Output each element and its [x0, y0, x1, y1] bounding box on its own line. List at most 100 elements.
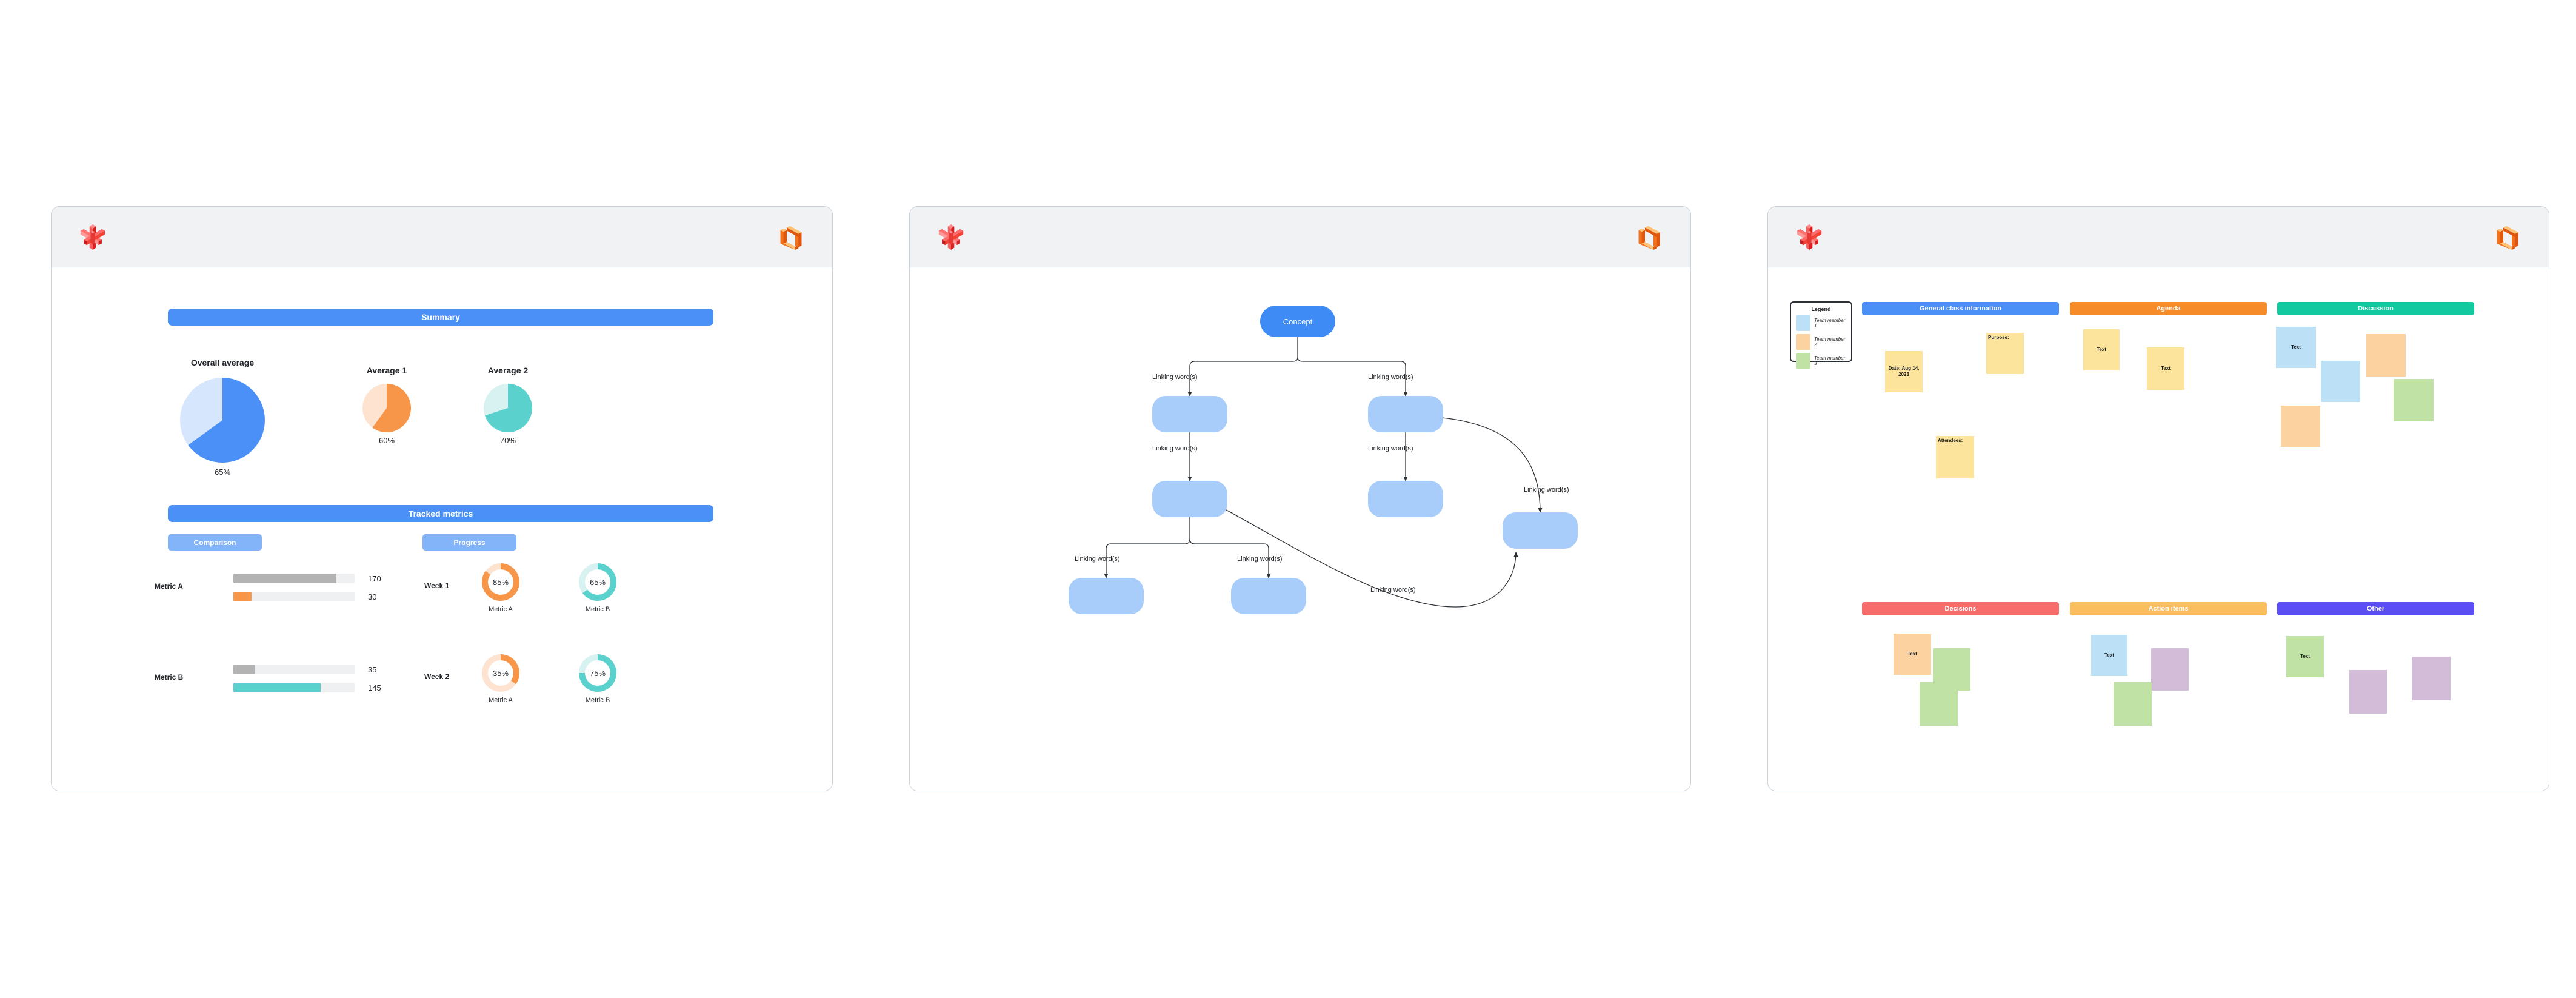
edge-label: Linking word(s): [1368, 445, 1413, 452]
card-meeting-board: Legend Team member 1 Team member 2 Team …: [1767, 206, 2549, 791]
edge-label: Linking word(s): [1524, 486, 1569, 494]
concept-node-4[interactable]: [1368, 481, 1443, 517]
donut-week1-metric-b: 65%: [579, 563, 616, 601]
comparison-bar-track: [233, 574, 355, 583]
donut-week2-metric-b: 75%: [579, 654, 616, 692]
column-header-general-class-information[interactable]: General class information: [1862, 302, 2059, 315]
card-metrics-dashboard: Summary Overall average 65% Average 1 60…: [51, 206, 833, 791]
card-concept-map: Concept Linking word(s) Linking word(s) …: [909, 206, 1691, 791]
section-bar-tracked-metrics[interactable]: Tracked metrics: [168, 505, 713, 522]
edge-label: Linking word(s): [1152, 373, 1198, 381]
concept-node-1[interactable]: [1152, 396, 1227, 432]
legend-item: Team member 3: [1796, 353, 1846, 369]
card-header: [52, 207, 832, 267]
donut-value: 35%: [488, 660, 513, 686]
comparison-label-metric-a: Metric A: [155, 582, 183, 591]
donut-caption: Metric B: [585, 606, 610, 613]
legend-item: Team member 2: [1796, 334, 1846, 350]
concept-node-6[interactable]: [1231, 578, 1306, 614]
progress-label-week-2: Week 2: [424, 672, 450, 681]
edge-label: Linking word(s): [1368, 373, 1413, 381]
concept-map-body: Concept Linking word(s) Linking word(s) …: [910, 267, 1690, 791]
donut-week1-metric-a: 85%: [482, 563, 519, 601]
edge-label: Linking word(s): [1370, 586, 1416, 594]
sticky-note[interactable]: [2412, 657, 2451, 700]
edge-label: Linking word(s): [1075, 555, 1120, 563]
section-bar-summary[interactable]: Summary: [168, 309, 713, 326]
concept-node-root[interactable]: Concept: [1260, 306, 1335, 337]
sticky-note[interactable]: Attendees:: [1936, 436, 1974, 478]
legend-swatch: [1796, 334, 1810, 350]
sticky-note[interactable]: [2394, 379, 2434, 421]
comparison-label-metric-b: Metric B: [155, 673, 184, 682]
pie-title-overall: Overall average: [190, 358, 255, 367]
sticky-note[interactable]: [2366, 334, 2406, 377]
pie-average-1: [362, 384, 411, 432]
sticky-note[interactable]: [2151, 648, 2189, 691]
legend-label: Team member 3: [1814, 355, 1846, 366]
comparison-bar-fill: [233, 665, 255, 674]
sticky-note[interactable]: Text: [2147, 347, 2184, 390]
progress-label-week-1: Week 1: [424, 581, 450, 590]
concept-node-5[interactable]: [1069, 578, 1144, 614]
donut-caption: Metric B: [585, 697, 610, 704]
legend-item: Team member 1: [1796, 315, 1846, 331]
column-header-decisions[interactable]: Decisions: [1862, 602, 2059, 615]
card-header: [1768, 207, 2549, 267]
legend-label: Team member 2: [1814, 337, 1846, 347]
tab-comparison[interactable]: Comparison: [168, 534, 262, 551]
donut-caption: Metric A: [489, 697, 513, 704]
comparison-bar-fill: [233, 574, 336, 583]
sticky-note[interactable]: Text: [2276, 327, 2316, 368]
comparison-value: 35: [368, 665, 377, 674]
dashboard-body: Summary Overall average 65% Average 1 60…: [52, 267, 832, 791]
sticky-note[interactable]: Text: [2083, 329, 2120, 370]
legend-swatch: [1796, 353, 1810, 369]
legend-title: Legend: [1811, 306, 1831, 312]
pie-value-average-2: 70%: [499, 436, 516, 445]
concept-node-2[interactable]: [1368, 396, 1443, 432]
column-header-agenda[interactable]: Agenda: [2070, 302, 2267, 315]
board-body: Legend Team member 1 Team member 2 Team …: [1768, 267, 2549, 791]
edge-label: Linking word(s): [1152, 445, 1198, 452]
card-header: [910, 207, 1690, 267]
tab-progress[interactable]: Progress: [422, 534, 516, 551]
comparison-bar-fill: [233, 592, 252, 601]
legend: Legend Team member 1 Team member 2 Team …: [1790, 301, 1852, 369]
concept-node-7[interactable]: [1503, 512, 1578, 549]
pie-value-average-1: 60%: [378, 436, 395, 445]
sticky-note[interactable]: Text: [2286, 636, 2324, 677]
sticky-note[interactable]: Text: [1894, 634, 1931, 675]
sticky-note[interactable]: [2114, 682, 2152, 726]
sticky-note[interactable]: [1920, 682, 1958, 726]
pie-value-overall: 65%: [214, 467, 231, 477]
sticky-note[interactable]: [2349, 670, 2387, 714]
comparison-value: 30: [368, 592, 377, 601]
concept-node-3[interactable]: [1152, 481, 1227, 517]
comparison-bar-fill: [233, 683, 321, 692]
donut-week2-metric-a: 35%: [482, 654, 519, 692]
asterisk-logo: [76, 220, 110, 254]
legend-swatch: [1796, 315, 1810, 331]
column-header-other[interactable]: Other: [2277, 602, 2474, 615]
bracket-logo: [1632, 220, 1666, 254]
comparison-value: 145: [368, 683, 381, 692]
comparison-bar-track: [233, 665, 355, 674]
sticky-note[interactable]: Date: Aug 14, 2023: [1885, 351, 1923, 392]
pie-average-2: [484, 384, 532, 432]
sticky-note[interactable]: Text: [2091, 635, 2127, 676]
pie-overall-average: [180, 378, 265, 463]
sticky-note[interactable]: [2281, 406, 2320, 447]
bracket-logo: [774, 220, 808, 254]
edge-label: Linking word(s): [1237, 555, 1283, 563]
pie-title-average-2: Average 2: [487, 366, 529, 375]
sticky-note[interactable]: Purpose:: [1986, 333, 2024, 374]
pie-title-average-1: Average 1: [366, 366, 407, 375]
sticky-note[interactable]: [2321, 361, 2360, 402]
donut-caption: Metric A: [489, 606, 513, 613]
donut-value: 65%: [585, 569, 610, 595]
column-header-action-items[interactable]: Action items: [2070, 602, 2267, 615]
comparison-bar-track: [233, 683, 355, 692]
bracket-logo: [2491, 220, 2524, 254]
column-header-discussion[interactable]: Discussion: [2277, 302, 2474, 315]
